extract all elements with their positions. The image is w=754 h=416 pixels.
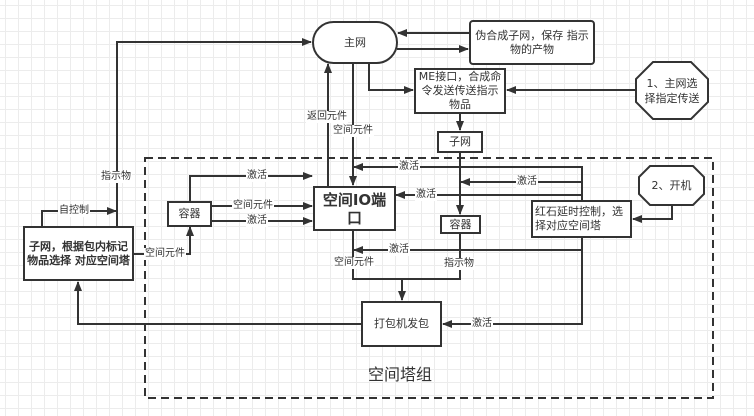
subnet-node: 子网 [437,131,483,153]
edge-oct2-to-redstone [632,206,673,223]
edge-label-return-parts: 返回元件 [306,111,348,123]
tower-group-border [144,157,714,399]
edge-redstone-bus [353,163,583,200]
edge-label-activate-top: 激活 [398,161,420,173]
container-mid-node: 容器 [440,215,481,234]
edge-label-space-parts-io-out: 空间元件 [333,257,375,269]
edge-label-activate-top-left: 激活 [246,170,268,182]
step-1-octagon: 1、主网选择指定传送 [635,61,709,120]
left-subnet-node: 子网，根据包内标记物品选择 对应空间塔 [23,226,134,281]
edge-label-indicator-container: 指示物 [443,258,475,270]
edge-label-space-parts-from-left: 空间元件 [144,248,186,260]
redstone-control-node: 红石延时控制，选择对应空间塔 [531,200,632,238]
me-interface-node: ME接口，合成命令发送传送指示物品 [414,68,506,114]
edge-label-activate-lower: 激活 [388,244,410,256]
step-2-label: 2、开机 [651,179,692,192]
edge-label-indicator-left: 指示物 [100,171,132,183]
main-network-node: 主网 [312,21,398,64]
edge-label-activate-subnet: 激活 [516,176,538,188]
edge-indicator-to-main [116,38,312,226]
edge-label-activate-container: 激活 [246,215,268,227]
step-2-octagon: 2、开机 [638,165,705,206]
edge-main-to-me [368,63,414,94]
container-left-node: 容器 [167,201,212,227]
edge-container-activate-top [189,172,313,201]
edge-label-activate-packer: 激活 [471,318,493,330]
edge-label-self-control: 自控制 [58,205,90,217]
space-io-port-node: 空间IO端口 [313,186,396,231]
edge-label-space-parts-down: 空间元件 [332,125,374,137]
edge-self-control [41,207,117,226]
edge-label-space-parts-container: 空间元件 [232,200,274,212]
edge-io-out [352,231,461,280]
pseudo-subnet-node: 伪合成子网，保存 指示物的产物 [469,20,595,65]
step-1-label: 1、主网选择指定传送 [644,76,700,105]
edge-label-activate-io: 激活 [415,189,437,201]
packer-node: 打包机发包 [361,301,442,347]
tower-group-title: 空间塔组 [368,365,433,384]
edge-packer-to-left-subnet [74,281,361,325]
